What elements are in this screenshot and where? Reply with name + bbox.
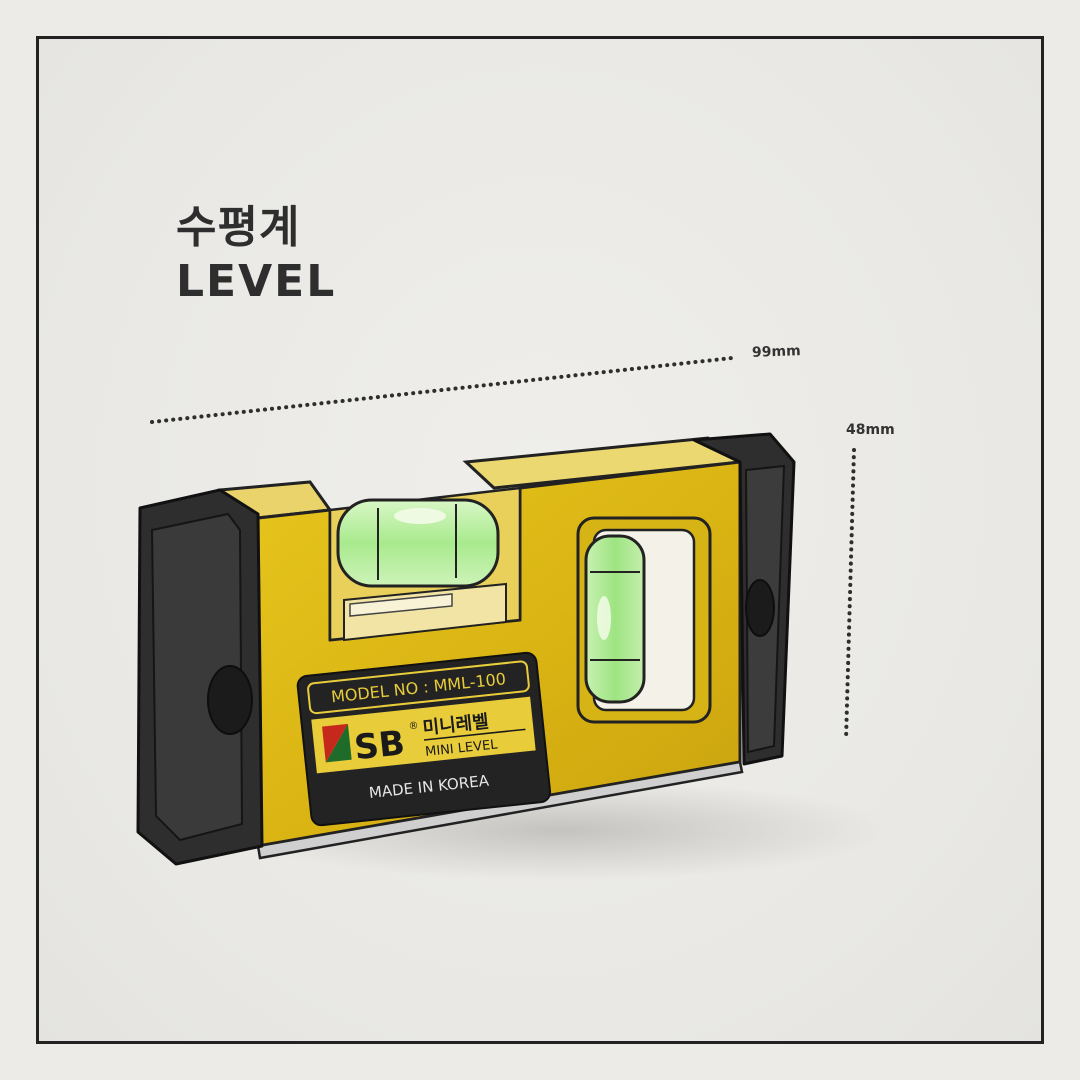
brand-logo-red [322,723,348,763]
vertical-vial [584,534,646,704]
left-cap-hole [207,665,253,735]
width-dimension-line [150,356,734,424]
title-korean: 수평계 [176,202,301,253]
label-plate: MODEL NO : MML-100 SB ® 미니레벨 MINI LEVEL … [296,651,552,827]
height-dimension-line [844,448,856,742]
brand-name: SB [352,723,406,768]
vertical-vial-bubble [597,596,611,640]
left-cap-face [150,512,244,842]
window-reflection [349,593,453,617]
brand-panel [311,696,536,774]
top-window-floor [343,582,507,642]
metal-base [256,760,744,860]
right-cap-hole [745,579,775,637]
product-name-divider [423,728,526,741]
registered-mark: ® [408,721,419,733]
title-block: 수평계 LEVEL [176,200,336,308]
height-dimension-label: 48mm [846,422,895,438]
vial-bubble [394,508,446,524]
title-english: LEVEL [176,256,337,307]
brand-logo-green [325,723,352,763]
model-box [307,660,530,715]
